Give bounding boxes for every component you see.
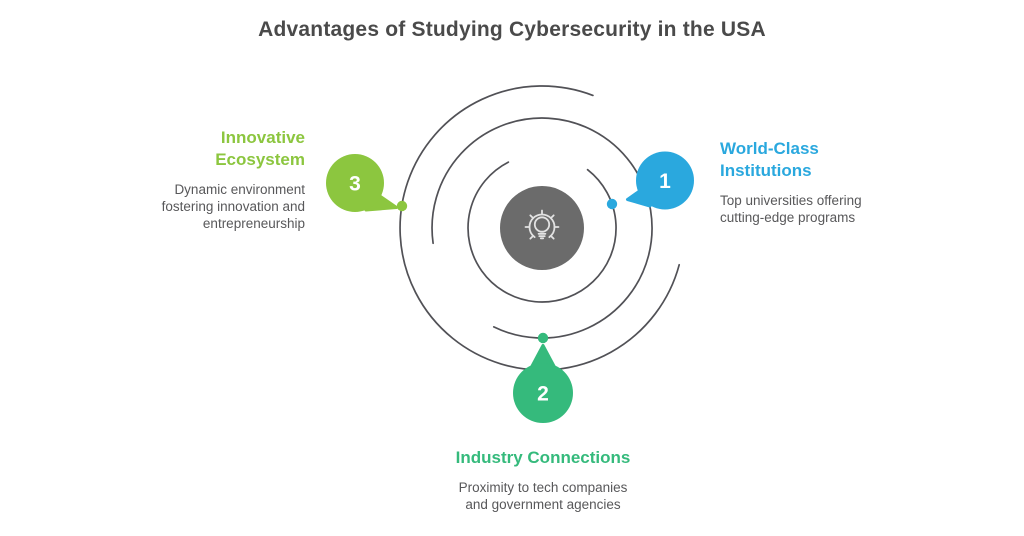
bubble-3-number: 3 (349, 173, 361, 196)
description-innovative-ecosystem: Dynamic environment fostering innovation… (161, 182, 305, 231)
label-block-world-class-institutions: World-Class Institutions Top universitie… (720, 138, 940, 226)
gear-lightbulb-icon (524, 209, 560, 241)
center-circle (500, 186, 584, 270)
page-title: Advantages of Studying Cybersecurity in … (258, 18, 766, 41)
ring-middle (431, 117, 653, 339)
description-world-class-institutions: Top universities offering cutting-edge p… (720, 193, 862, 225)
heading-world-class-institutions: World-Class Institutions (720, 139, 819, 180)
heading-industry-connections: Industry Connections (455, 448, 631, 467)
connector-dot-3 (396, 200, 408, 212)
bubble-1-number: 1 (659, 170, 671, 193)
ring-outer (399, 85, 681, 371)
description-industry-connections: Proximity to tech companies and governme… (458, 480, 628, 512)
bubble-2-number: 2 (537, 383, 549, 406)
bubble-2: 2 (513, 344, 573, 423)
label-block-innovative-ecosystem: Innovative Ecosystem Dynamic environment… (45, 127, 305, 232)
bubble-1: 1 (626, 151, 694, 210)
ring-inner (467, 161, 617, 303)
label-block-industry-connections: Industry Connections Proximity to tech c… (383, 447, 703, 513)
heading-innovative-ecosystem: Innovative Ecosystem (215, 128, 305, 169)
bubble-3: 3 (326, 154, 398, 212)
connector-dot-2 (537, 332, 549, 344)
connector-dot-1 (606, 198, 618, 210)
